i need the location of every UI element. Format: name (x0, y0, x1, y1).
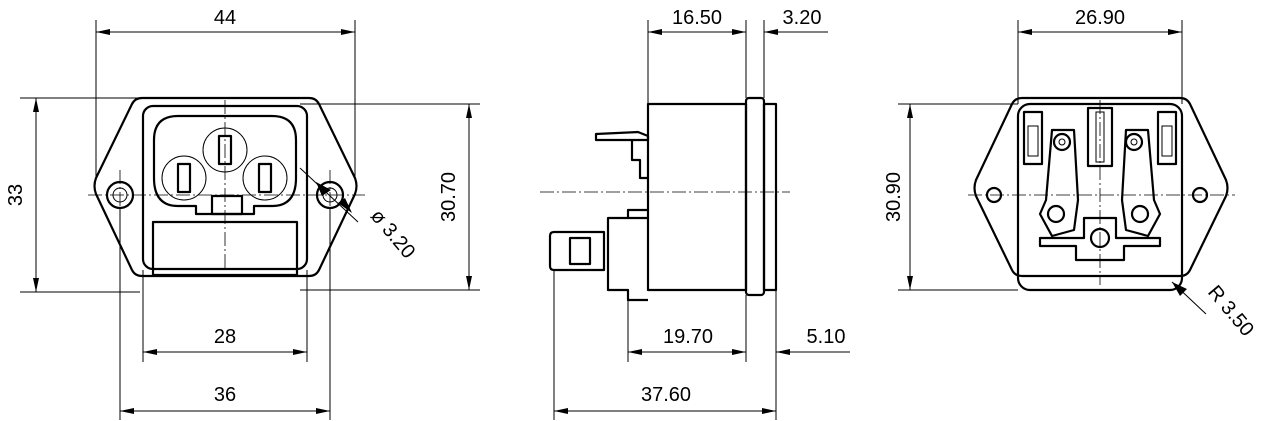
dim-text-28: 28 (214, 326, 236, 348)
rear-terminal-right (1156, 110, 1178, 166)
side-lower-block (606, 208, 648, 302)
front-pin-right (257, 162, 273, 194)
dim-text-3-20: 3.20 (783, 7, 822, 29)
dim-text-5-10: 5.10 (807, 326, 846, 348)
front-view: 44 33 30.70 ø 3.20 28 36 (5, 7, 480, 420)
front-flange-outline (93, 96, 358, 278)
front-pin-boss-right (242, 155, 288, 201)
side-top-tab (594, 130, 650, 142)
side-body (646, 102, 748, 292)
rear-view: 26.90 30.90 R 3.50 (883, 7, 1258, 341)
dim-text-26-90: 26.90 (1075, 7, 1125, 29)
dim-text-hole-diameter: ø 3.20 (366, 205, 419, 263)
dim-text-radius: R 3.50 (1203, 281, 1258, 340)
rear-contact-arm-left (1038, 128, 1080, 238)
dim-text-37-60: 37.60 (641, 384, 691, 406)
rear-terminal-left (1022, 110, 1044, 166)
front-socket-outline (152, 114, 298, 216)
rear-flange-outline (973, 96, 1229, 278)
side-upper-block (630, 140, 648, 180)
side-flange-lip (762, 102, 778, 292)
front-pin-boss-left (161, 155, 207, 201)
dim-text-44: 44 (214, 7, 236, 29)
dim-leader-hole (299, 167, 359, 223)
side-view: 16.50 3.20 19.70 5.10 37.60 (540, 7, 850, 420)
dim-text-19-70: 19.70 (663, 326, 713, 348)
front-pin-left (176, 162, 192, 194)
dim-text-30-90: 30.90 (883, 172, 905, 222)
dim-text-30-70: 30.70 (438, 172, 460, 222)
rear-contact-arm-right (1120, 128, 1162, 238)
front-latch-tab (210, 194, 244, 216)
dim-text-36: 36 (214, 384, 236, 406)
dim-text-33: 33 (5, 184, 27, 206)
rear-fuse-holder (1038, 216, 1162, 262)
dim-text-16-50: 16.50 (672, 7, 722, 29)
side-flange (744, 96, 766, 297)
